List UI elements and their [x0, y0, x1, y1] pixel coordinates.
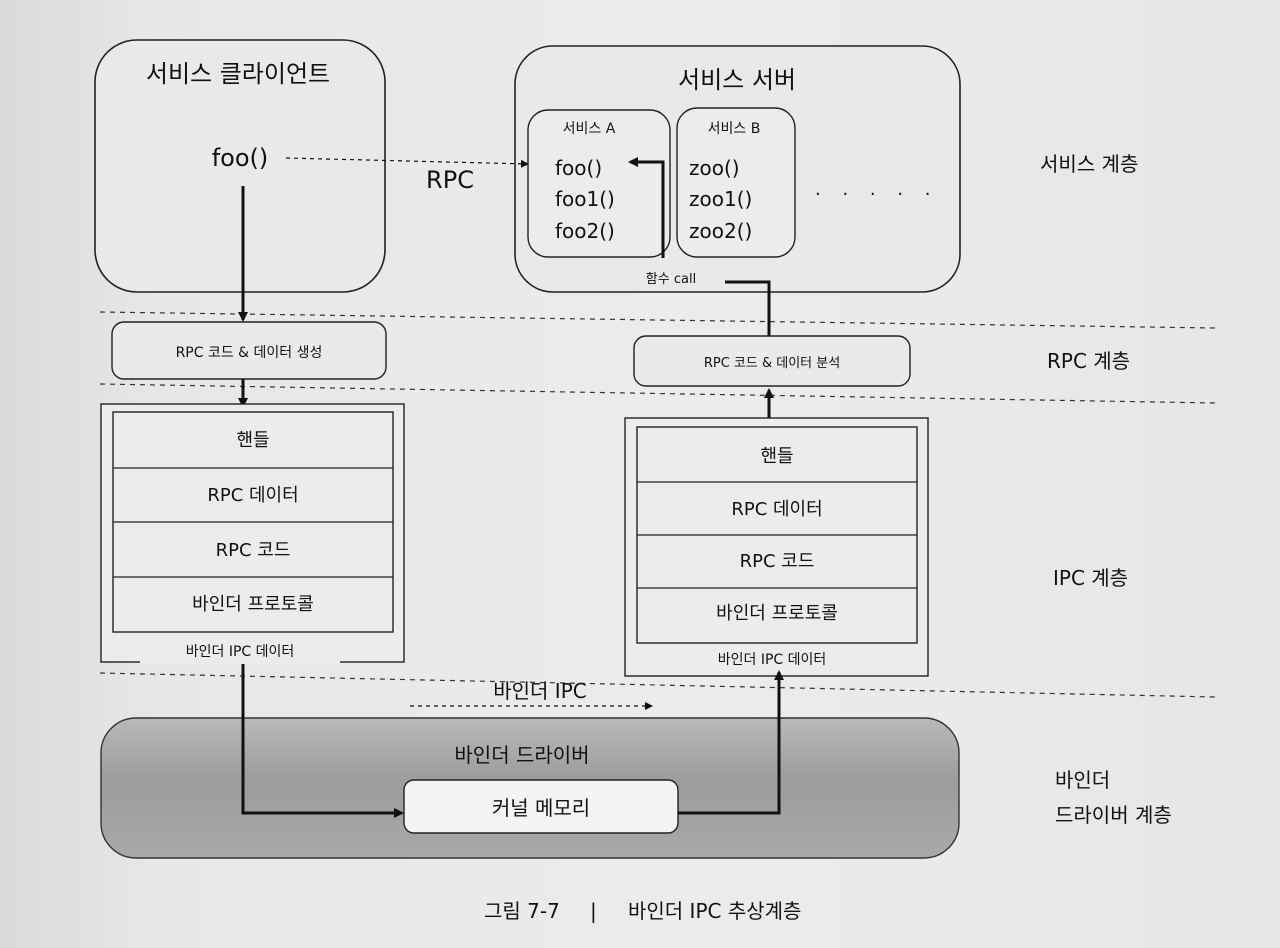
function-call-label: 함수 call	[646, 272, 696, 287]
rpc-dashed-arrow	[285, 157, 529, 168]
ipc-stack-left: 핸들 RPC 데이터 RPC 코드 바인더 프로토콜 바인더 IPC 데이터	[100, 403, 405, 664]
ipc-to-driver-arrow	[241, 664, 404, 818]
rpc-generate-box	[111, 321, 387, 380]
layer-label-service: 서비스 계층	[1040, 152, 1138, 176]
ipc-row-rpc-data: RPC 데이터	[731, 499, 822, 520]
figure-number: 그림 7-7	[484, 899, 560, 923]
layer-label-driver-line2: 드라이버 계층	[1055, 803, 1172, 827]
driver-to-ipc-arrow	[678, 670, 784, 815]
rpc-generate-label: RPC 코드 & 데이터 생성	[176, 345, 323, 361]
service-b-box	[676, 107, 796, 258]
service-b-title: 서비스 B	[708, 121, 761, 137]
rpc-to-call-connector	[725, 280, 771, 336]
service-a-method: foo1()	[555, 187, 615, 211]
ipc-caption-right: 바인더 IPC 데이터	[718, 652, 827, 668]
service-b-method: zoo2()	[689, 219, 752, 243]
ipc-row-binder-protocol: 바인더 프로토콜	[192, 594, 314, 615]
service-a-box	[527, 109, 671, 258]
kernel-memory-box	[403, 779, 679, 834]
ipc-row-rpc-data: RPC 데이터	[207, 485, 298, 506]
ipc-row-handle: 핸들	[760, 446, 793, 467]
service-a-method: foo()	[555, 156, 602, 180]
more-services-ellipsis: · · · · ·	[815, 184, 939, 205]
layer-label-rpc: RPC 계층	[1047, 349, 1130, 373]
client-method-foo: foo()	[212, 144, 269, 172]
rpc-analyze-box	[633, 335, 911, 387]
rpc-layer: RPC 코드 & 데이터 생성 RPC 코드 & 데이터 분석	[111, 321, 911, 387]
figure-caption: 그림 7-7 | 바인더 IPC 추상계층	[484, 899, 801, 923]
layer-label-ipc: IPC 계층	[1053, 566, 1128, 590]
service-server: 서비스 서버 서비스 A foo() foo1() foo2() 서비스 B z…	[514, 45, 961, 293]
rpc-analyze-label: RPC 코드 & 데이터 분석	[704, 356, 840, 371]
figure-separator: |	[590, 899, 597, 923]
service-client-title: 서비스 클라이언트	[146, 60, 330, 88]
service-client: 서비스 클라이언트 foo()	[94, 39, 386, 293]
binder-ipc-label: 바인더 IPC	[493, 679, 586, 703]
ipc-stack-right: 핸들 RPC 데이터 RPC 코드 바인더 프로토콜 바인더 IPC 데이터	[624, 417, 929, 677]
binder-driver: 바인더 드라이버 커널 메모리	[100, 717, 960, 859]
ipc-row-binder-protocol: 바인더 프로토콜	[716, 603, 838, 624]
figure-title: 바인더 IPC 추상계층	[628, 899, 801, 923]
service-server-title: 서비스 서버	[678, 66, 796, 94]
function-call-arrow	[628, 157, 665, 258]
separator-rpc-ipc	[99, 383, 1216, 404]
ipc-row-handle: 핸들	[236, 430, 269, 451]
ipc-caption-bg	[680, 646, 870, 672]
binder-driver-title: 바인더 드라이버	[454, 743, 589, 767]
service-b-method: zoo1()	[689, 187, 752, 211]
ipc-caption-left: 바인더 IPC 데이터	[186, 644, 295, 660]
ipc-row-rpc-code: RPC 코드	[740, 551, 815, 572]
rpc-label: RPC	[426, 166, 474, 194]
kernel-memory-label: 커널 메모리	[492, 796, 590, 820]
ipc-row-rpc-code: RPC 코드	[216, 540, 291, 561]
ipc-caption-bg	[140, 638, 340, 664]
layer-labels: 서비스 계층 RPC 계층 IPC 계층 바인더 드라이버 계층	[1040, 152, 1172, 827]
service-a-method: foo2()	[555, 219, 615, 243]
service-b-method: zoo()	[689, 156, 740, 180]
layer-label-driver-line1: 바인더	[1055, 768, 1110, 792]
service-client-box	[94, 39, 386, 293]
service-a-title: 서비스 A	[563, 121, 616, 137]
